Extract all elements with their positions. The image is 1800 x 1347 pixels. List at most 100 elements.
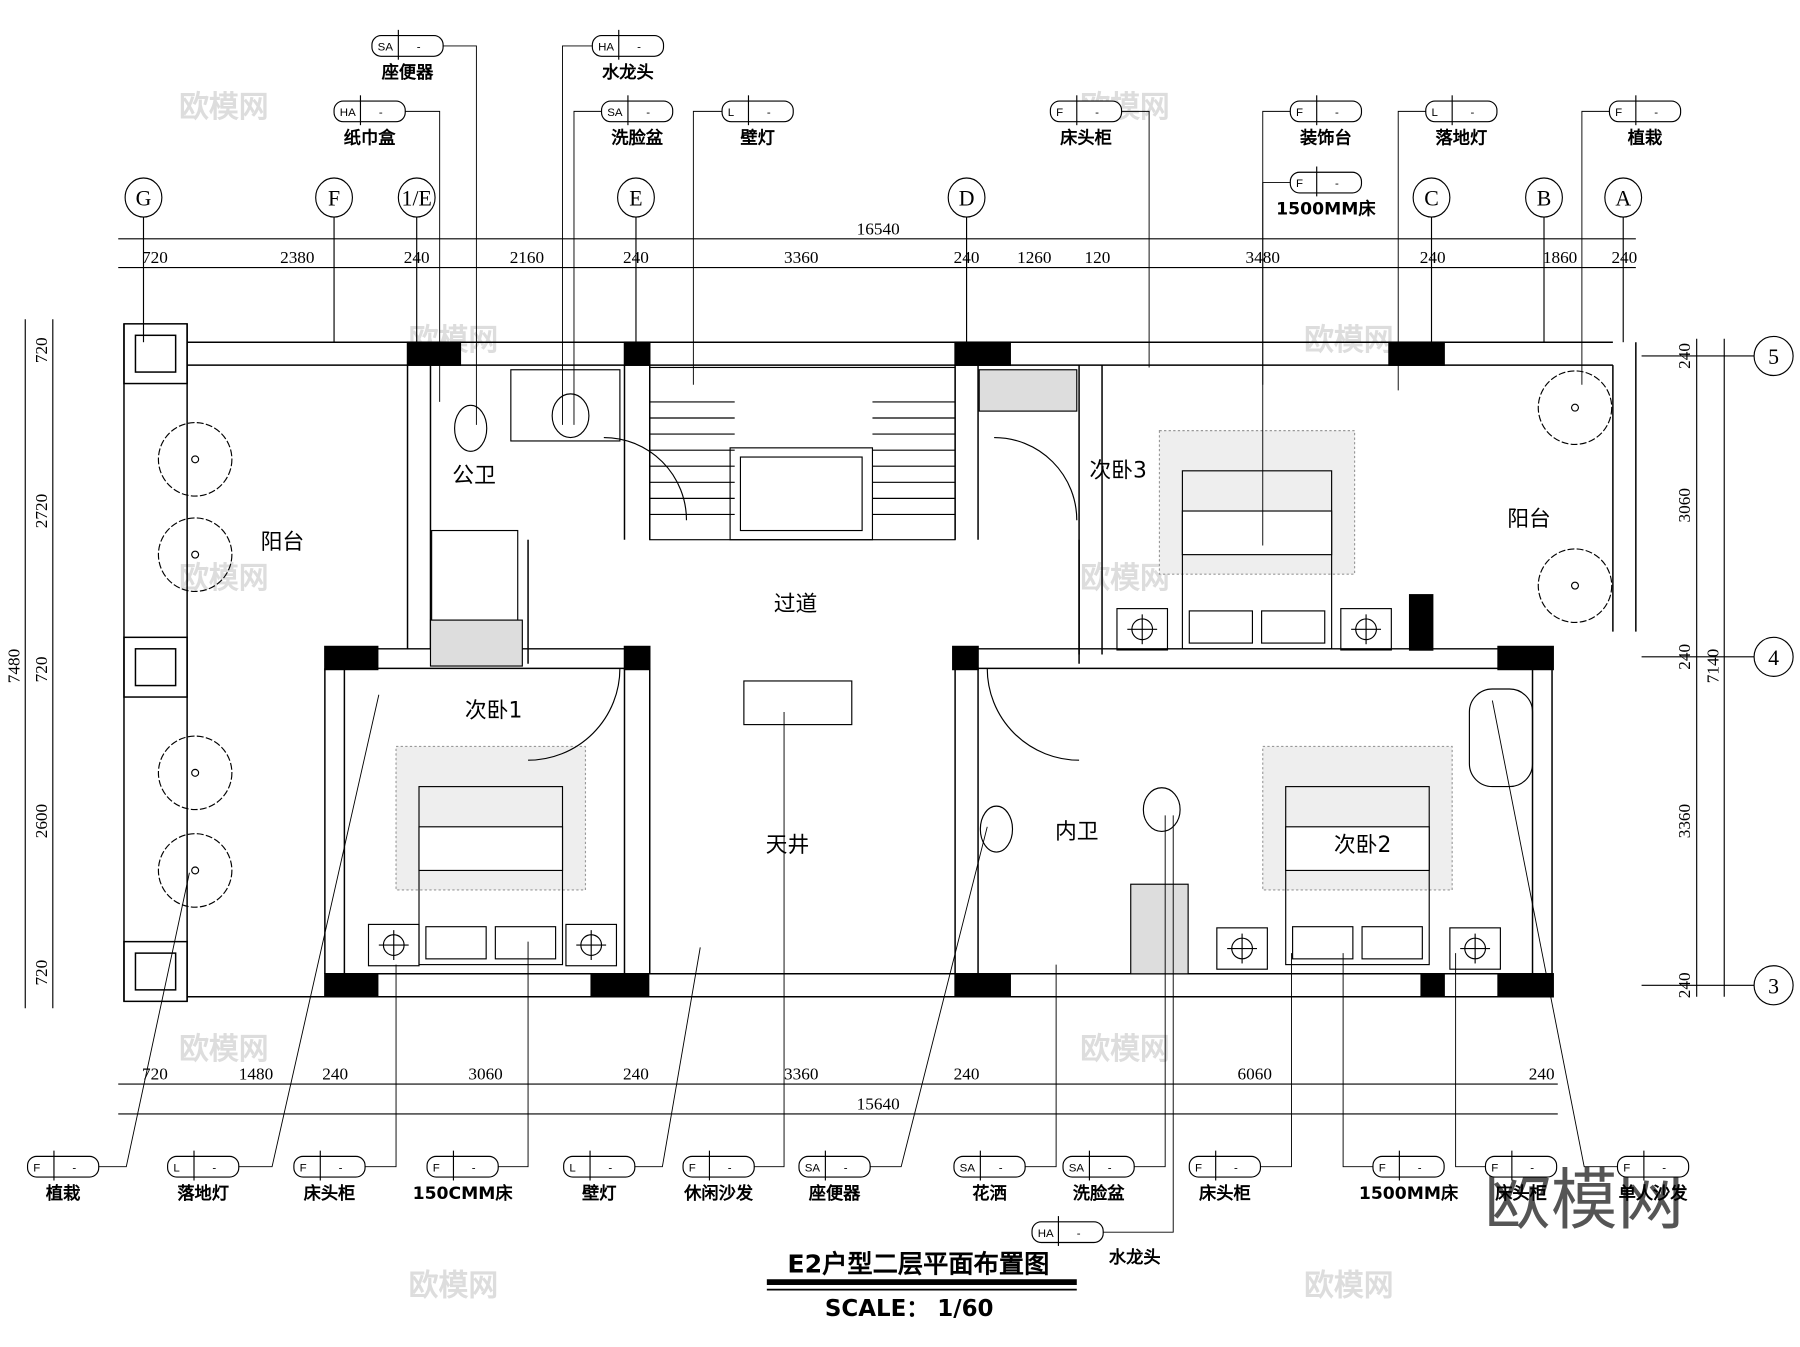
room-label: 内卫 xyxy=(1055,819,1099,844)
plant-icon xyxy=(1537,548,1613,623)
tag-mark: - xyxy=(608,1162,612,1174)
tag-box xyxy=(1484,1155,1558,1178)
tag-code: HA xyxy=(1038,1228,1054,1240)
pillow xyxy=(425,926,487,960)
pillow xyxy=(1292,926,1354,960)
tag-洗脸盆: SA-洗脸盆 xyxy=(573,95,674,425)
material-tags: SA-座便器HA-纸巾盒HA-水龙头SA-洗脸盆L-壁灯F-床头柜F-装饰台F-… xyxy=(26,29,1690,1268)
door-swing xyxy=(994,436,1078,521)
tag-box xyxy=(1062,1155,1135,1178)
axis-bubble xyxy=(315,177,353,218)
tag-leader xyxy=(1342,953,1373,1168)
tag-box xyxy=(1049,100,1123,123)
title-underline-thick xyxy=(766,1279,1077,1285)
tag-label: 1500MM床 xyxy=(1359,1183,1459,1204)
column xyxy=(954,341,1011,366)
column xyxy=(954,973,1011,998)
tag-落地灯: L-落地灯 xyxy=(1397,95,1498,391)
tag-leader xyxy=(1260,953,1292,1168)
door-swing xyxy=(986,668,1080,761)
column xyxy=(1420,973,1445,998)
dim-top-value: 1860 xyxy=(1543,248,1577,267)
axis-bubble xyxy=(397,177,436,218)
watermark-text: 欧模网 xyxy=(409,1268,499,1303)
bed xyxy=(1181,470,1333,650)
dim-top-value: 240 xyxy=(1611,248,1637,267)
column xyxy=(1497,645,1554,671)
tag-code: F xyxy=(689,1162,696,1174)
tag-壁灯: L-壁灯 xyxy=(692,95,794,385)
tag-mark: - xyxy=(417,42,421,54)
plant-icon xyxy=(1537,370,1613,445)
cabinet xyxy=(1130,883,1189,975)
tag-休闲沙发: F-休闲沙发 xyxy=(682,711,785,1204)
pillow xyxy=(1361,926,1423,960)
column xyxy=(324,973,379,998)
axis-bubble xyxy=(947,177,986,218)
tag-box xyxy=(1372,1155,1445,1178)
dim-right-value: 3360 xyxy=(1675,804,1694,838)
tag-mark: - xyxy=(1108,1162,1112,1174)
tag-box xyxy=(371,35,444,57)
tag-mark: - xyxy=(1418,1162,1422,1174)
tag-植栽: F-植栽 xyxy=(26,872,190,1204)
watermark-text: 欧模网 xyxy=(179,90,269,125)
dim-left-value: 720 xyxy=(32,657,51,683)
watermark-text: 欧模网 xyxy=(179,1032,269,1067)
plant-center xyxy=(191,866,200,875)
nightstand xyxy=(1449,927,1501,970)
tag-label: 落地灯 xyxy=(1436,128,1488,149)
tag-mark: - xyxy=(646,107,650,119)
tag-label: 植栽 xyxy=(1628,128,1662,149)
tag-box xyxy=(426,1155,499,1178)
axis-label: 1/E xyxy=(402,187,432,211)
bed xyxy=(1285,786,1430,966)
tag-label: 纸巾盒 xyxy=(344,128,396,149)
plant-center xyxy=(191,455,200,464)
axis-label: D xyxy=(959,187,975,211)
tag-box xyxy=(26,1155,100,1178)
tag-box xyxy=(953,1155,1026,1178)
tag-座便器: SA-座便器 xyxy=(798,826,988,1204)
tag-label: 花洒 xyxy=(972,1183,1006,1204)
room-label: 阳台 xyxy=(1507,507,1551,532)
tag-code: L xyxy=(173,1162,179,1174)
nightstand xyxy=(367,923,420,967)
tag-leader xyxy=(365,964,397,1168)
room-label: 过道 xyxy=(774,592,818,617)
tag-box xyxy=(1188,1155,1262,1178)
tag-label: 床头柜 xyxy=(1060,128,1112,149)
balcony-pillar-inner xyxy=(134,334,177,373)
watermarks: 欧模网欧模网欧模网欧模网欧模网欧模网欧模网欧模网欧模网欧模网欧模网欧模网欧模网 xyxy=(179,90,1684,1303)
dim-right-value: 3060 xyxy=(1675,488,1694,522)
dim-left-value: 2720 xyxy=(32,494,51,528)
tag-label: 装饰台 xyxy=(1299,128,1352,149)
tag-mark: - xyxy=(1662,1162,1666,1174)
tag-mark: - xyxy=(472,1162,476,1174)
tag-label: 落地灯 xyxy=(177,1183,229,1204)
tag-code: F xyxy=(300,1162,307,1174)
dim-left-value: 2600 xyxy=(32,804,51,838)
tag-mark: - xyxy=(339,1162,343,1174)
tag-code: L xyxy=(569,1162,575,1174)
nightstand xyxy=(1116,608,1169,651)
axis-bubble xyxy=(1604,177,1643,218)
tag-水龙头: HA-水龙头 xyxy=(1031,815,1174,1268)
dim-left-value: 720 xyxy=(32,960,51,986)
axis-label: B xyxy=(1537,187,1552,211)
tag-box xyxy=(682,1155,755,1178)
tag-label: 座便器 xyxy=(809,1183,861,1204)
dim-top-total: 16540 xyxy=(857,219,900,238)
room-label: 阳台 xyxy=(261,530,305,555)
tag-box xyxy=(563,1155,636,1178)
tag-1500MM床: F-1500MM床 xyxy=(1342,953,1459,1204)
tag-code: F xyxy=(433,1162,440,1174)
shower-area xyxy=(431,529,519,621)
tag-label: 座便器 xyxy=(382,62,434,83)
tag-单人沙发: F-单人沙发 xyxy=(1491,700,1690,1204)
axis-label: 4 xyxy=(1768,646,1779,670)
toilet-icon xyxy=(454,404,488,452)
